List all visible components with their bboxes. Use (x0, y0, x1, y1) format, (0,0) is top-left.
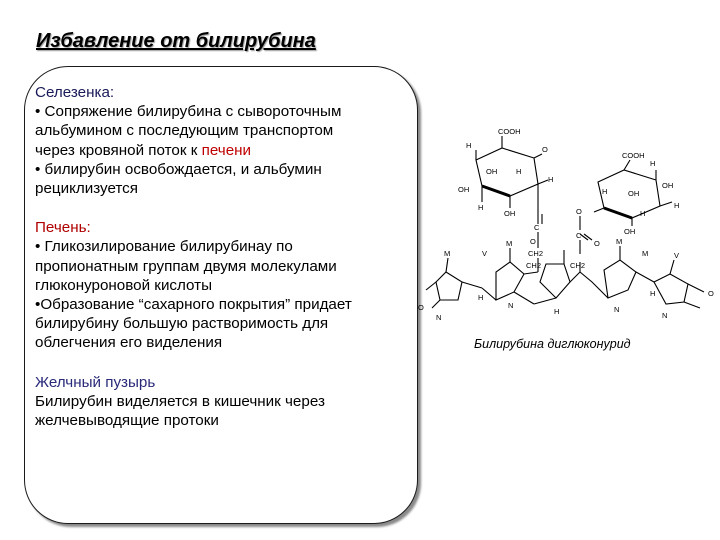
spleen-line: через кровяной поток к печени (35, 141, 411, 160)
mol-h: H (478, 203, 483, 212)
section-spleen: Селезенка: • Сопряжение билирубина с сыв… (35, 83, 411, 198)
liver-line: глюконуроновой кислоты (35, 276, 213, 294)
gallbladder-line: желчевыводящие протоки (35, 412, 219, 430)
spleen-heading: Селезенка: (35, 84, 115, 101)
molecule-caption: Билирубина диглюконурид (474, 337, 631, 351)
gallbladder-heading: Желчный пузырь (35, 373, 156, 391)
spleen-line-text: через кровяной поток к (35, 141, 202, 159)
mol-m: M (506, 239, 512, 248)
panel-text: Селезенка: • Сопряжение билирубина с сыв… (35, 83, 411, 450)
mol-oh: OH (486, 167, 497, 176)
mol-h: H (554, 307, 559, 316)
mol-h: H (640, 209, 645, 218)
mol-c: C (576, 231, 582, 240)
mol-h: H (650, 289, 655, 298)
mol-oh: OH (504, 209, 515, 218)
mol-o: O (418, 303, 424, 312)
mol-c: C (534, 223, 540, 232)
mol-ch2: CH2 (528, 249, 543, 258)
slide-title: Избавление от билирубина (36, 30, 316, 52)
mol-ch2: CH2 (526, 261, 541, 270)
liver-line: • Гликозилирование билирубинау по (35, 238, 293, 256)
mol-h: H (478, 293, 483, 302)
gallbladder-line: Билирубин виделяется в кишечник через (35, 392, 325, 410)
mol-cooh-left: COOH (498, 127, 521, 136)
liver-line: билирубину большую растворимость для (35, 315, 329, 333)
mol-cooh-right: COOH (622, 151, 645, 160)
mol-n: N (508, 301, 513, 310)
spleen-line: альбумином с последующим транспортом (35, 122, 334, 140)
liver-line: облегчения его виделения (35, 334, 223, 352)
bilirubin-diglucuronide-structure: COOH COOH H O OH H OH H OH H C O CH2 CH2… (418, 127, 714, 322)
section-gallbladder: Желчный пузырь Билирубин виделяется в ки… (35, 373, 411, 431)
mol-o: O (542, 145, 548, 154)
mol-h: H (466, 141, 471, 150)
mol-n: N (436, 313, 441, 322)
mol-h: H (602, 187, 607, 196)
mol-o: O (708, 289, 714, 298)
mol-n: N (662, 311, 667, 320)
mol-o: O (594, 239, 600, 248)
mol-o: O (576, 207, 582, 216)
mol-h: H (516, 167, 521, 176)
mol-ch2: CH2 (570, 261, 585, 270)
liver-line: пропионатным группам двумя молекулами (35, 257, 337, 275)
mol-h: H (548, 175, 553, 184)
mol-o: O (530, 237, 536, 246)
mol-m: M (642, 249, 648, 258)
mol-m: M (444, 249, 450, 258)
liver-heading: Печень: (35, 219, 91, 237)
mol-oh: OH (662, 181, 673, 190)
mol-oh: OH (628, 189, 639, 198)
content-panel: Селезенка: • Сопряжение билирубина с сыв… (24, 66, 418, 524)
section-liver: Печень: • Гликозилирование билирубинау п… (35, 218, 411, 352)
spleen-line: рециклизуется (35, 180, 138, 198)
mol-oh: OH (458, 185, 469, 194)
spleen-line: • Сопряжение билирубина с сывороточным (35, 103, 342, 121)
mol-n: N (614, 305, 619, 314)
mol-m: M (616, 237, 622, 246)
mol-v: V (674, 251, 679, 260)
mol-h: H (674, 201, 679, 210)
liver-word: печени (201, 141, 252, 159)
mol-v: V (482, 249, 487, 258)
spleen-line: • билирубин освобождается, и альбумин (35, 160, 322, 178)
mol-oh: OH (624, 227, 635, 236)
liver-line: •Образование “сахарного покрытия” придае… (35, 296, 352, 314)
mol-h: H (650, 159, 655, 168)
